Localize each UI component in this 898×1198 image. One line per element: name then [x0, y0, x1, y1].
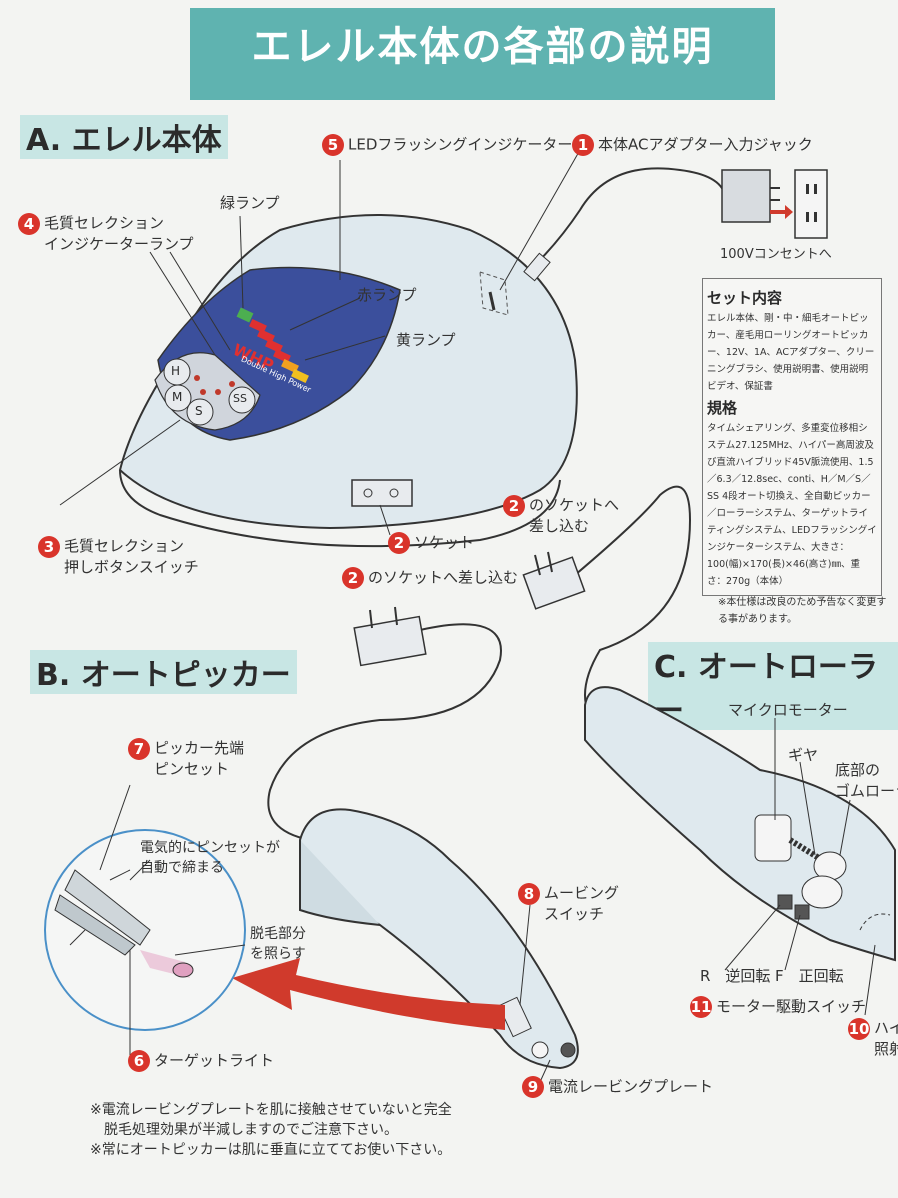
- badge-1: 1: [572, 134, 594, 156]
- badge-4: 4: [18, 213, 40, 235]
- tweezer-zoom-circle: [44, 829, 246, 1031]
- badge-plug-2: 2: [342, 567, 364, 589]
- spec-text: タイムシェアリング、多重変位移相システム27.125MHz、ハイパー高周波及び直…: [707, 423, 877, 587]
- badge-9: 9: [522, 1076, 544, 1098]
- label-red-lamp: 赤ランプ: [357, 286, 417, 304]
- page-title: エレル本体の各部の説明: [251, 24, 714, 70]
- badge-8: 8: [518, 883, 540, 905]
- ac-adapter-illustration: [523, 167, 828, 282]
- label-gear: ギヤ: [788, 746, 819, 764]
- auto-picker-illustration: [298, 808, 579, 1070]
- set-text: エレル本体、剛・中・細毛オートピッカー、産毛用ローリングオートピッカー、12V、…: [707, 313, 875, 392]
- badge-6: 6: [128, 1050, 150, 1072]
- spec-box: セット内容 エレル本体、剛・中・細毛オートピッカー、産毛用ローリングオートピッカ…: [702, 278, 882, 596]
- badge-11: 11: [690, 996, 712, 1018]
- footnote: ※電流レービングプレートを肌に接触させていないと完全 脱毛処理効果が半減しますの…: [90, 1102, 452, 1158]
- section-a-heading: A. エレル本体: [20, 115, 228, 159]
- badge-2: 2: [388, 532, 410, 554]
- button-m[interactable]: M: [172, 390, 183, 404]
- auto-roller-illustration: [584, 686, 896, 962]
- label-hyper-emitter: 10ハイパ 照射ツ: [848, 1018, 898, 1058]
- label-forward: F 正回転: [775, 967, 844, 985]
- badge-7: 7: [128, 738, 150, 760]
- button-h[interactable]: H: [171, 364, 181, 378]
- red-arrow: [232, 958, 505, 1030]
- title-banner: [190, 8, 775, 100]
- section-b-heading: B. オートピッカー: [30, 650, 297, 694]
- button-s[interactable]: S: [195, 404, 203, 418]
- spec-heading: 規格: [707, 399, 738, 417]
- badge-plug-1: 2: [503, 495, 525, 517]
- set-heading: セット内容: [707, 289, 783, 307]
- badge-5: 5: [322, 134, 344, 156]
- button-ss[interactable]: SS: [233, 392, 247, 405]
- badge-3: 3: [38, 536, 60, 558]
- spec-note: ※本仕様は改良のため予告なく変更する事があります。: [718, 597, 887, 625]
- badge-10: 10: [848, 1018, 870, 1040]
- plug-cords: [267, 485, 692, 841]
- callout-tweezer: 電気的にピンセットが 自動で締まる: [140, 840, 280, 876]
- label-reverse: R 逆回転: [700, 967, 771, 985]
- label-yellow-lamp: 黄ランプ: [396, 331, 456, 349]
- callout-target: 脱毛部分 を照らす: [250, 926, 306, 962]
- label-bottom-roller: 底部の ゴムローラー: [835, 761, 898, 800]
- main-unit-illustration: [118, 214, 578, 548]
- label-green-lamp: 緑ランプ: [220, 194, 280, 212]
- label-outlet: 100Vコンセントへ: [720, 247, 832, 262]
- label-micro-motor: マイクロモーター: [728, 701, 848, 719]
